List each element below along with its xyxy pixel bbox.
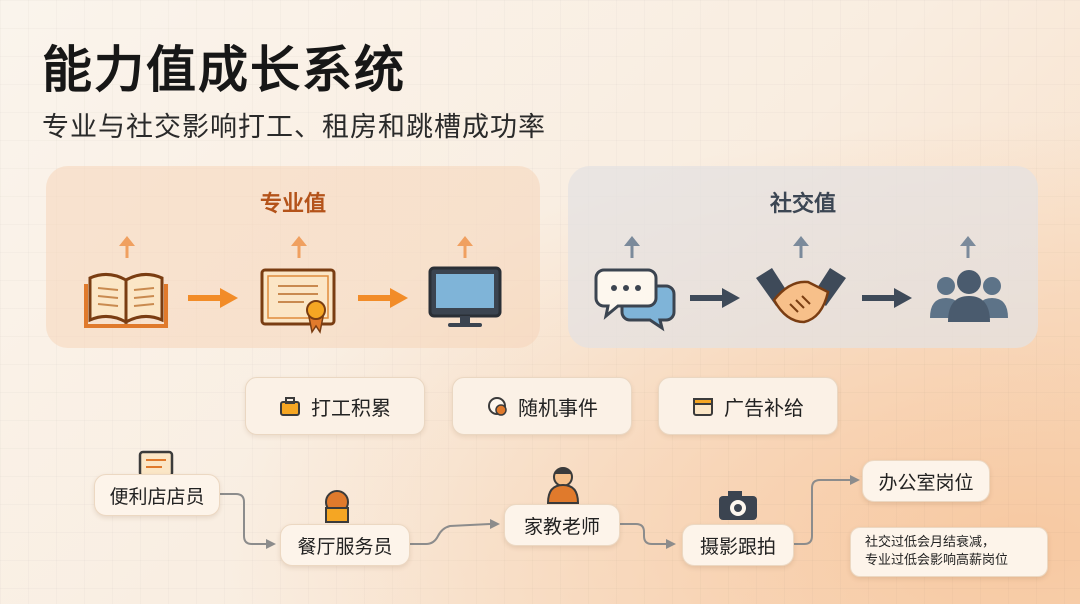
certificate-icon [260, 268, 336, 334]
source-ad-supply: 广告补给 [658, 377, 838, 435]
handshake-icon [756, 268, 846, 324]
random-event-icon [488, 397, 507, 416]
social-flow-arrow-icon [690, 288, 740, 308]
professional-flow-arrow-icon [188, 288, 238, 308]
open-book-icon [84, 273, 168, 328]
professional-panel-title: 专业值 [259, 192, 326, 217]
career-connector-arrows [218, 479, 850, 545]
source-label: 广告补给 [724, 395, 804, 420]
briefcase-icon [280, 397, 300, 416]
career-node-office-job: 办公室岗位 [862, 460, 990, 502]
career-node-tutor: 家教老师 [504, 504, 620, 546]
page-subtitle: 专业与社交影响打工、租房和跳槽成功率 [42, 112, 546, 143]
career-node-convenience-store: 便利店店员 [94, 474, 220, 516]
social-panel-title: 社交值 [769, 192, 836, 217]
source-random-event: 随机事件 [452, 377, 632, 435]
career-node-label: 餐厅服务员 [297, 535, 393, 558]
teacher-icon [546, 467, 580, 504]
notepad-icon [138, 450, 174, 478]
chef-icon [325, 490, 349, 523]
social-flow-arrow-icon [862, 288, 912, 308]
page-title: 能力值成长系统 [42, 41, 406, 99]
camera-icon [719, 491, 757, 520]
penalty-note-line: 社交过低会月结衰减， [865, 535, 996, 550]
source-work-accumulation: 打工积累 [245, 377, 425, 435]
gift-box-icon [693, 398, 713, 416]
career-arrowheads [266, 475, 860, 549]
professional-up-arrow-icon [119, 236, 473, 258]
source-label: 打工积累 [311, 395, 391, 420]
career-node-label: 办公室岗位 [878, 471, 974, 494]
career-node-label: 摄影跟拍 [699, 535, 776, 558]
career-node-photographer: 摄影跟拍 [682, 524, 794, 566]
people-group-icon [930, 270, 1008, 322]
source-label: 随机事件 [518, 395, 598, 420]
career-node-label: 便利店店员 [109, 485, 205, 508]
career-node-restaurant-server: 餐厅服务员 [280, 524, 410, 566]
social-up-arrow-icon [624, 236, 976, 258]
career-node-label: 家教老师 [523, 515, 600, 538]
chat-bubbles-icon [594, 268, 676, 332]
professional-flow-arrow-icon [358, 288, 408, 308]
penalty-note: 社交过低会月结衰减， 专业过低会影响高薪岗位 [850, 527, 1048, 577]
computer-monitor-icon [428, 266, 502, 327]
penalty-note-line: 专业过低会影响高薪岗位 [865, 553, 1009, 568]
